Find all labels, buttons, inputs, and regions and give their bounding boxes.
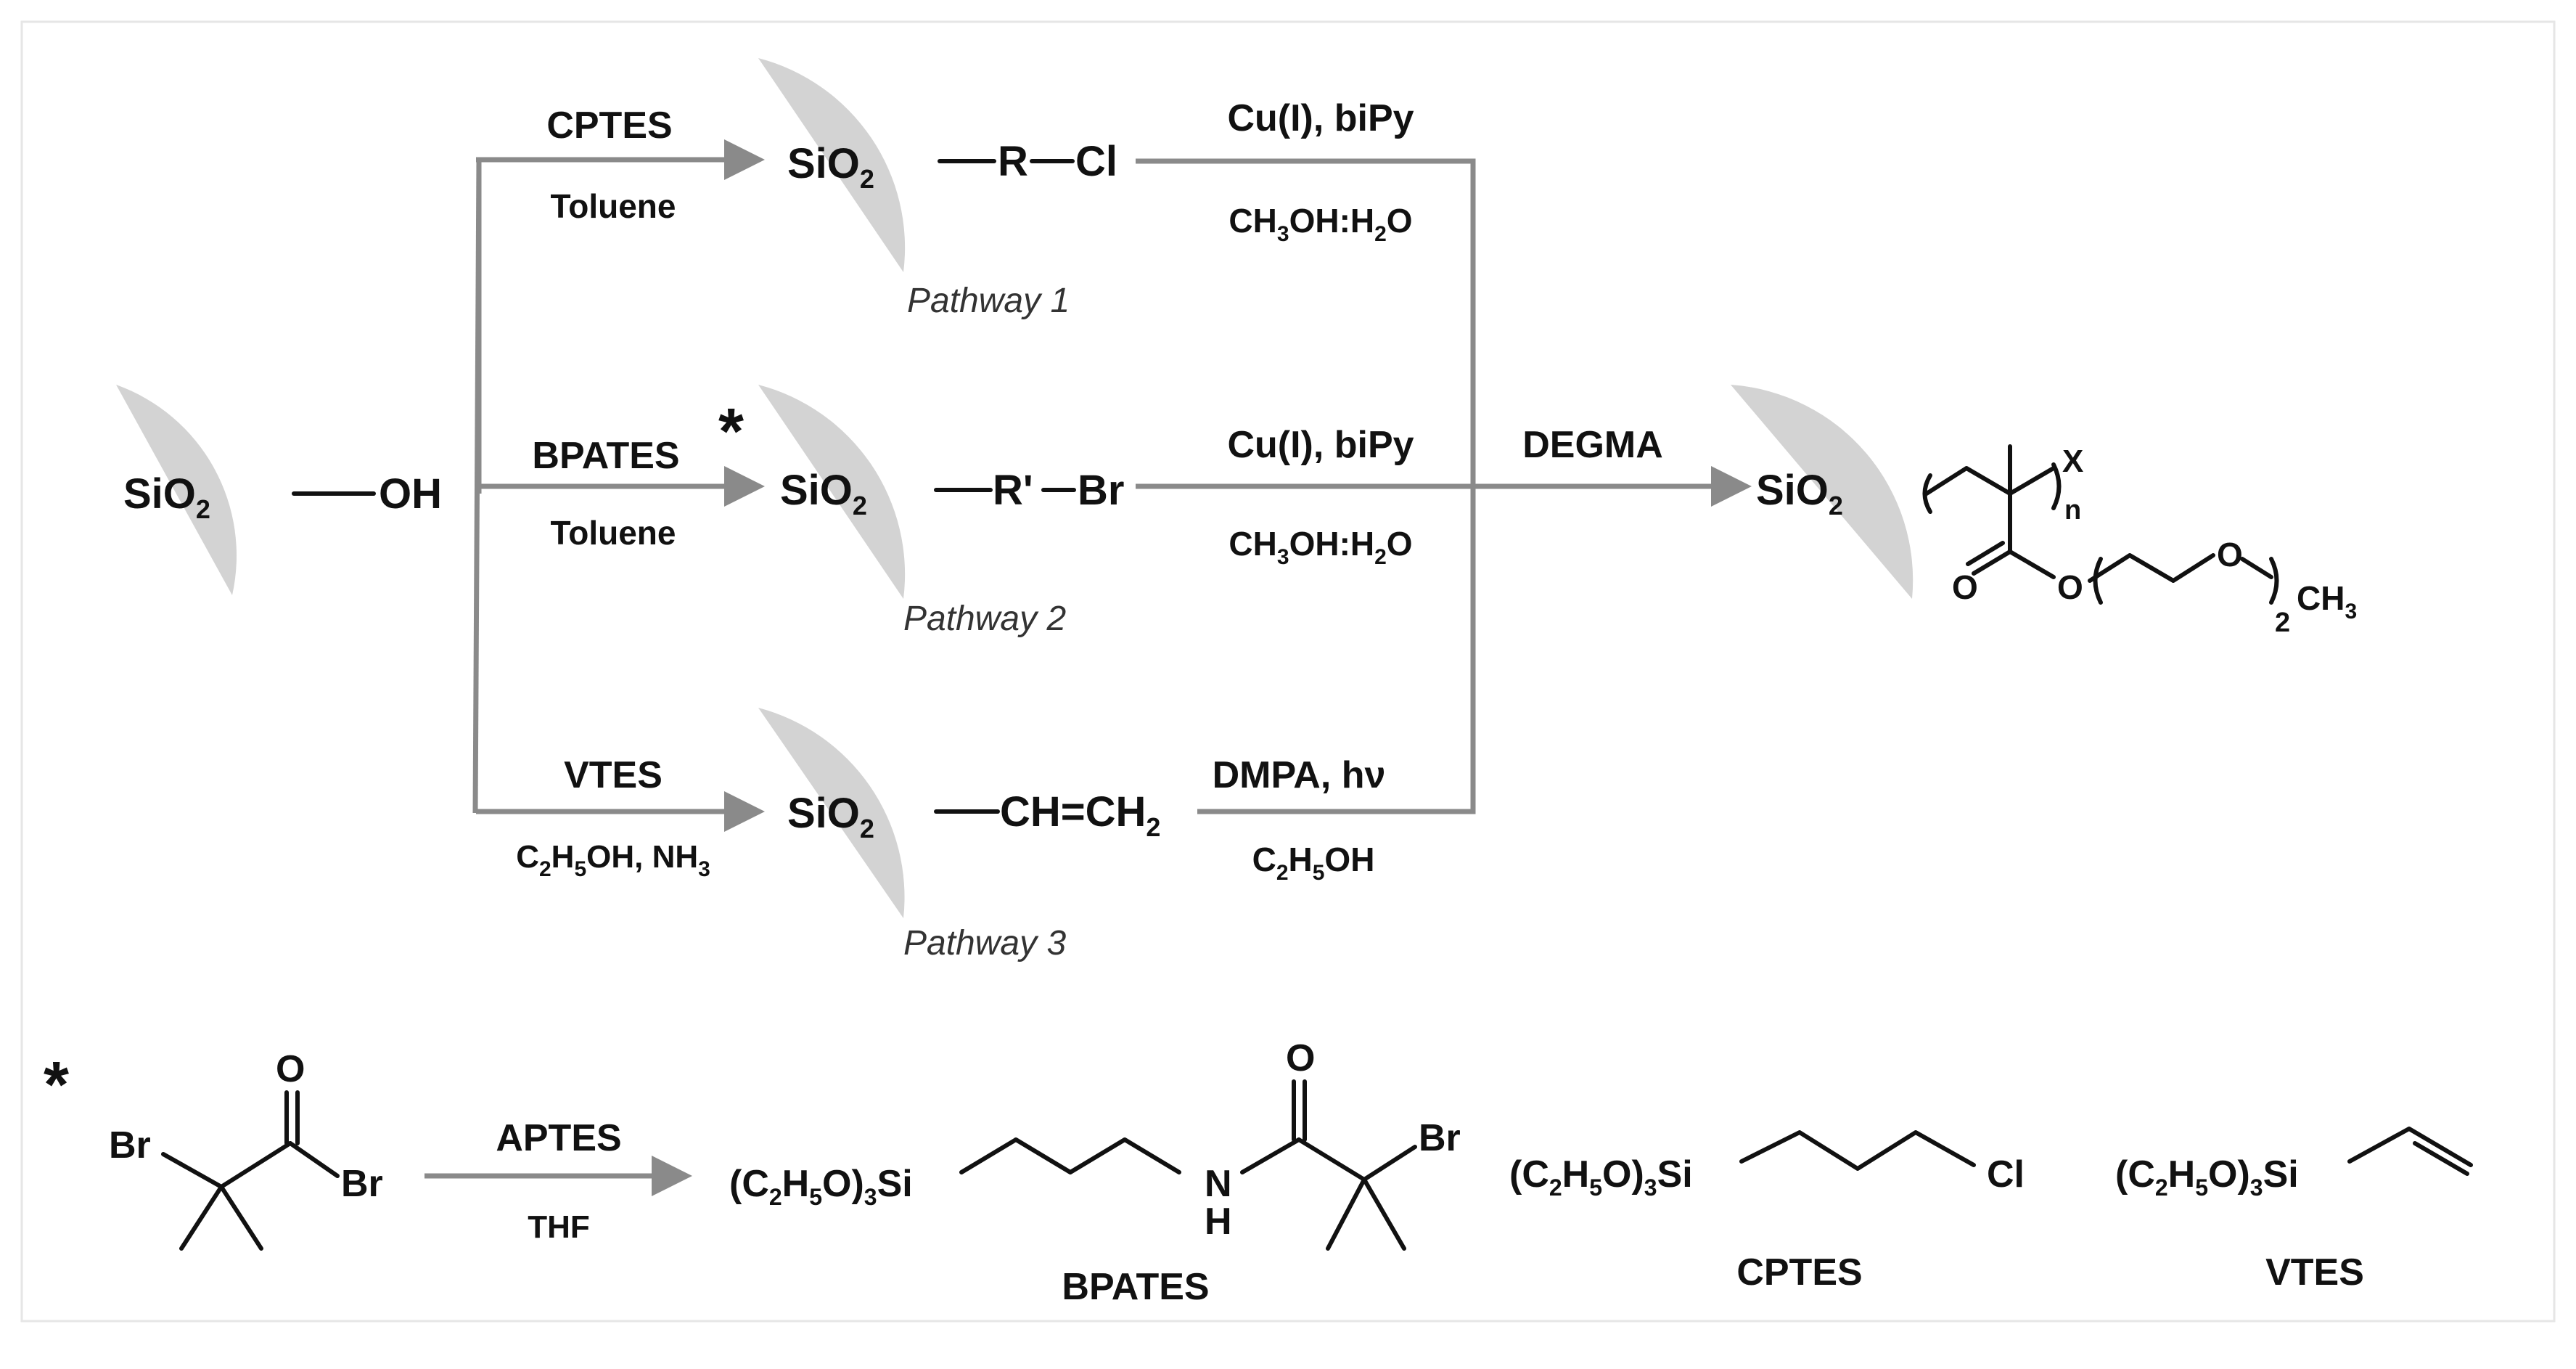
carbonyl-double <box>1966 541 2005 566</box>
bpates-methyl-2 <box>1362 1177 1406 1251</box>
pathway3-sio2-label: SiO2 <box>787 790 874 843</box>
monomer-label: DEGMA <box>1522 424 1663 466</box>
vtes-silane: (C2H5O)3Si <box>2115 1153 2299 1201</box>
bpates-br-bond <box>1362 1145 1417 1182</box>
polymer-n: n <box>2064 495 2081 526</box>
bpates-name: BPATES <box>1062 1266 1209 1308</box>
bpates-amide-bond <box>1240 1137 1301 1174</box>
pathway3-connector <box>1197 486 1476 814</box>
pathway1-conditions: CH3OH:H2O <box>1228 202 1412 246</box>
polymer-bracket-right <box>2051 462 2062 510</box>
ester-o: O <box>2057 568 2083 606</box>
bromide-bond-2 <box>219 1141 292 1189</box>
product-sio2-label: SiO2 <box>1756 467 1843 520</box>
silica-particle-pathway2 <box>758 385 906 599</box>
pathway2-sio2-label: SiO2 <box>780 467 867 520</box>
pathway3: VTES C2H5OH, NH3 SiO2 CH=CH2 DMPA, hν C2… <box>516 486 1476 963</box>
carbonyl-bond <box>1972 549 2012 576</box>
pathway1-connector <box>1136 158 1476 486</box>
cptes-silane: (C2H5O)3Si <box>1509 1153 1693 1201</box>
footnote-reagent: APTES <box>496 1117 621 1159</box>
silica-particle-start <box>116 385 237 595</box>
product: DEGMA SiO2 X n O O O 2 CH3 <box>1522 385 2357 638</box>
pathway1-label: Pathway 1 <box>907 282 1070 320</box>
pathway3-label: Pathway 3 <box>903 924 1066 963</box>
cptes-cl: Cl <box>1987 1153 2025 1196</box>
vtes-structure: (C2H5O)3Si VTES <box>2115 1127 2473 1294</box>
vtes-name: VTES <box>2265 1251 2364 1294</box>
bpates-h: H <box>1205 1201 1232 1243</box>
bpates-bond-c <box>1297 1137 1366 1182</box>
pathway3-catalyst: DMPA, hν <box>1213 754 1386 796</box>
footnote: * Br O Br APTES THF (C2H5O)3Si N H O <box>44 1037 2473 1308</box>
vtes-vinyl <box>2347 1127 2473 1167</box>
bromide-bond-1 <box>161 1152 223 1189</box>
pathway1-sio2-label: SiO2 <box>787 140 874 194</box>
branch-trunk-lower <box>472 159 482 814</box>
pathway2-br-label: Br <box>1078 467 1124 514</box>
peg-chain-2 <box>2240 557 2273 579</box>
polymer-backbone <box>1924 466 2056 496</box>
pathway1-cl-label: Cl <box>1075 138 1117 185</box>
pathway2-star: * <box>718 396 744 468</box>
pathway2-label: Pathway 2 <box>903 600 1066 638</box>
peg-bracket-right <box>2269 557 2279 605</box>
pathway3-reagent: VTES <box>564 754 663 796</box>
silica-particle-pathway3 <box>758 708 905 918</box>
cptes-name: CPTES <box>1736 1251 1862 1294</box>
bromide-br1: Br <box>109 1124 151 1166</box>
peg-o: O <box>2217 536 2243 573</box>
ester-o-bond <box>2008 549 2056 579</box>
start-silica: SiO2 OH <box>116 385 442 595</box>
bromide-structure: Br O Br <box>109 1048 383 1251</box>
start-oh-label: OH <box>379 470 442 518</box>
carbonyl-o: O <box>1952 568 1978 606</box>
branch-arrows <box>472 139 765 832</box>
polymer-end-x: X <box>2062 444 2083 479</box>
pathway2-reagent: BPATES <box>532 435 679 477</box>
peg-chain <box>2088 553 2215 583</box>
bpates-n: N <box>1205 1163 1232 1205</box>
pathway3-solvent: C2H5OH, NH3 <box>516 839 710 881</box>
pathway1: CPTES Toluene SiO2 R Cl Cu(I), biPy CH3O… <box>546 58 1476 486</box>
pathway1-catalyst: Cu(I), biPy <box>1227 97 1414 139</box>
bpates-o: O <box>1286 1037 1315 1079</box>
terminal-methyl: CH3 <box>2297 579 2357 624</box>
pathway2-catalyst: Cu(I), biPy <box>1227 424 1414 466</box>
bromide-methyl-1 <box>179 1185 223 1251</box>
silica-particle-product <box>1731 385 1913 599</box>
bpates-methyl-1 <box>1326 1177 1366 1251</box>
footnote-solvent: THF <box>528 1209 590 1245</box>
peg-bracket-left <box>2093 557 2103 605</box>
bpates-br: Br <box>1419 1117 1461 1159</box>
pathway2-r-label: R' <box>993 467 1033 514</box>
bromide-bond-3 <box>288 1141 340 1178</box>
figure-frame <box>20 20 2556 1323</box>
silica-particle-pathway1 <box>758 58 906 272</box>
footnote-star: * <box>44 1049 69 1121</box>
pathway1-solvent: Toluene <box>551 187 676 225</box>
pathway3-vinyl-label: CH=CH2 <box>1000 788 1160 842</box>
vtes-vinyl-double <box>2413 1141 2469 1176</box>
pathway3-conditions: C2H5OH <box>1252 841 1375 885</box>
bpates-silane: (C2H5O)3Si <box>729 1163 913 1210</box>
pathway2-solvent: Toluene <box>551 514 676 552</box>
bpates-propyl <box>959 1137 1181 1174</box>
cptes-propyl <box>1739 1130 1976 1171</box>
bromide-o: O <box>276 1048 305 1090</box>
pathway2-conditions: CH3OH:H2O <box>1228 525 1412 569</box>
bpates-structure: (C2H5O)3Si N H O Br BPATES <box>729 1037 1461 1308</box>
pathway2: BPATES * Toluene SiO2 R' Br Cu(I), biPy … <box>532 385 1752 638</box>
bromide-br2: Br <box>341 1163 383 1205</box>
pathway1-reagent: CPTES <box>546 105 672 147</box>
peg-repeat: 2 <box>2275 608 2290 638</box>
pathway1-r-label: R <box>998 138 1028 185</box>
start-sio2-label: SiO2 <box>123 470 210 524</box>
bromide-methyl-2 <box>219 1185 263 1251</box>
cptes-structure: (C2H5O)3Si Cl CPTES <box>1509 1130 2025 1294</box>
